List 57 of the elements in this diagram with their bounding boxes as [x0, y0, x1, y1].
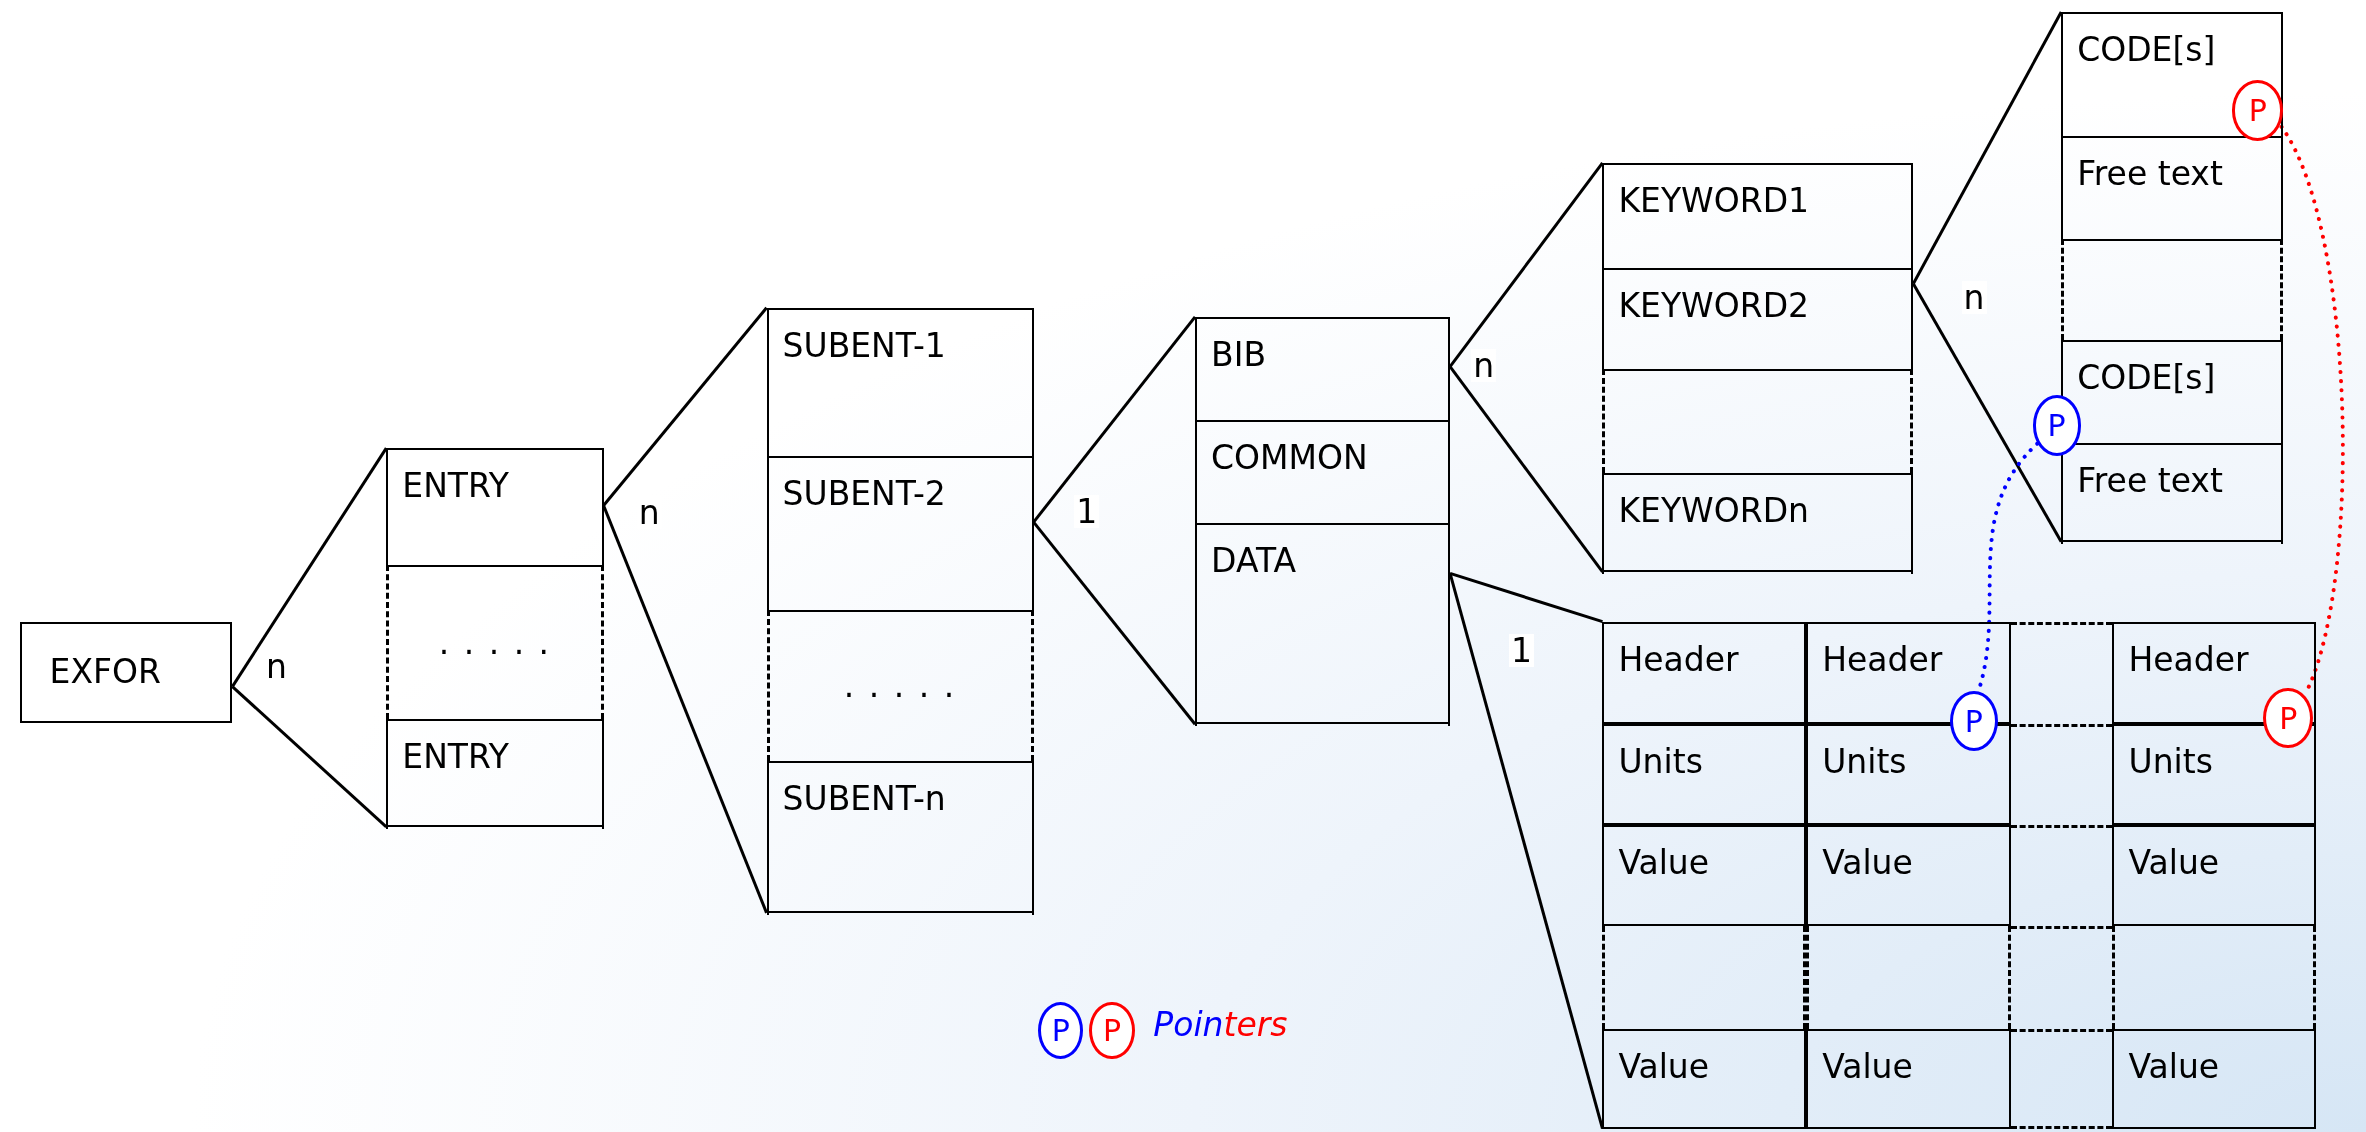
table-cell: Value [1602, 1029, 1807, 1129]
fan-line [1448, 573, 1604, 1130]
pointer-marker: P [2263, 688, 2314, 749]
record-cell: KEYWORD1 [1602, 164, 1914, 268]
record-cell: ENTRY [386, 718, 604, 829]
fan-line [1449, 571, 1603, 624]
ellipsis-cell [1806, 926, 2012, 1030]
edge-label: n [1961, 280, 1987, 314]
table-cell: Units [1602, 724, 1807, 826]
ellipsis-cell [2011, 1029, 2113, 1129]
fan-line [231, 447, 388, 688]
record-stack [1602, 162, 1914, 572]
record-cell: COMMON [1195, 419, 1451, 523]
fan-line [1448, 365, 1604, 573]
table-cell: Value [2112, 825, 2317, 927]
record-stack [1195, 316, 1451, 725]
fan-line [1448, 162, 1604, 368]
legend-text: Pointers [1152, 1007, 1289, 1041]
pointer-marker: P [1949, 691, 1998, 752]
edge-label: 1 [1074, 494, 1100, 528]
record-cell: DATA [1195, 522, 1451, 727]
record-stack [386, 448, 604, 827]
fan-line [1912, 11, 2063, 285]
pointer-marker: P [1038, 1001, 1084, 1060]
ellipsis-cell: . . . . . [386, 564, 604, 719]
fan-line [602, 504, 768, 914]
table-cell: Value [1602, 825, 1807, 927]
fan-line [602, 306, 768, 507]
table-cell: Value [1806, 1029, 2012, 1129]
pointer-marker: P [2032, 395, 2081, 456]
record-cell: SUBENT-1 [766, 309, 1034, 457]
ellipsis-cell [1602, 926, 1807, 1030]
ellipsis-cell [2061, 238, 2283, 340]
fan-line [1912, 282, 2063, 543]
table-cell: Value [2112, 1029, 2317, 1129]
record-cell: KEYWORD2 [1602, 267, 1914, 369]
record-stack [766, 307, 1034, 913]
record-cell: Free text [2061, 136, 2283, 239]
record-cell: KEYWORDn [1602, 472, 1914, 574]
record-cell: SUBENT-n [766, 760, 1034, 915]
record-cell: CODE[s] P [2061, 14, 2283, 137]
record-cell: SUBENT-2 [766, 456, 1034, 611]
edge-label: n [1471, 348, 1497, 382]
ellipsis-cell [2112, 926, 2317, 1030]
ellipsis-cell: . . . . . [766, 610, 1034, 761]
table-cell: Value [1806, 825, 2012, 927]
record-cell: ENTRY [386, 450, 604, 565]
fan-line [231, 685, 388, 828]
record-box: EXFOR [19, 621, 233, 723]
ellipsis-cell [1602, 368, 1914, 473]
table-cell: Header [1602, 621, 1807, 725]
pointer-marker: P [1089, 1001, 1135, 1060]
pointer-marker: P [2232, 80, 2284, 141]
record-cell: BIB [1195, 318, 1451, 420]
fan-line [1032, 315, 1197, 523]
fan-line [1032, 521, 1197, 726]
edge-label: 1 [1508, 633, 1534, 667]
